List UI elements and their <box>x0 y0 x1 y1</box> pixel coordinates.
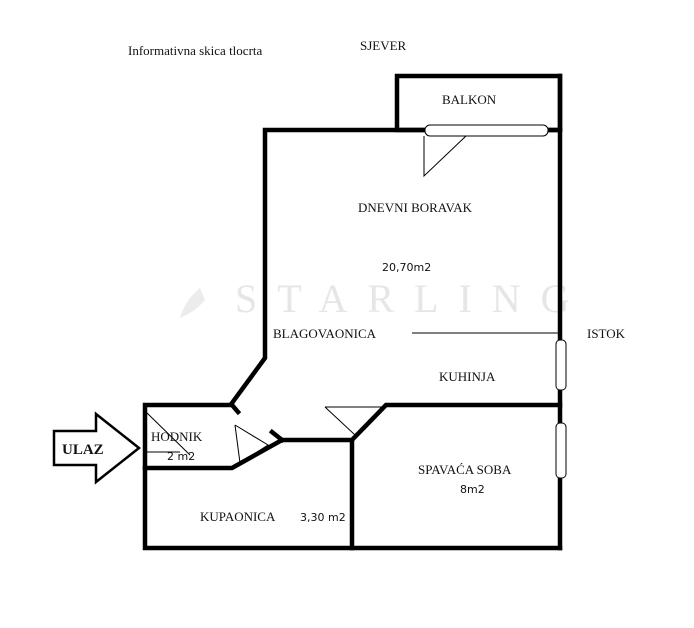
kupaonica-label: KUPAONICA <box>200 509 276 524</box>
spavaca-soba-label: SPAVAĆA SOBA <box>418 462 512 477</box>
balkon-label: BALKON <box>442 92 497 107</box>
kitchen-window <box>555 339 567 391</box>
spavaca-soba-area: 8m2 <box>460 483 485 496</box>
north-label: SJEVER <box>360 38 407 53</box>
balcony-door-window <box>424 124 549 137</box>
hodnik-area: 2 m2 <box>167 450 195 463</box>
entrance-arrow-icon <box>52 411 142 485</box>
bathroom-door-swing <box>234 424 269 464</box>
blagovaonica-label: BLAGOVAONICA <box>273 326 377 341</box>
kuhinja-label: KUHINJA <box>439 369 496 384</box>
entrance-arrow: ULAZ <box>52 411 142 485</box>
bedroom-window <box>555 422 567 479</box>
hodnik-label: HODNIK <box>151 429 203 444</box>
kupaonica-area: 3,30 m2 <box>300 511 346 524</box>
bedroom-door-swing <box>324 406 387 436</box>
watermark: STARLING <box>235 276 590 321</box>
entrance-label: ULAZ <box>62 442 104 458</box>
east-label: ISTOK <box>587 326 626 341</box>
bedroom-wall <box>348 402 563 444</box>
plan-title: Informativna skica tlocrta <box>128 43 263 58</box>
balcony-door-swing <box>423 135 467 178</box>
windows <box>424 124 567 479</box>
living-wall <box>228 127 563 407</box>
doors <box>145 135 560 464</box>
entrance-door-swing <box>145 411 191 456</box>
dnevni-boravak-label: DNEVNI BORAVAK <box>358 200 473 215</box>
dnevni-boravak-area: 20,70m2 <box>382 261 431 274</box>
watermark-bird-icon <box>180 288 205 318</box>
